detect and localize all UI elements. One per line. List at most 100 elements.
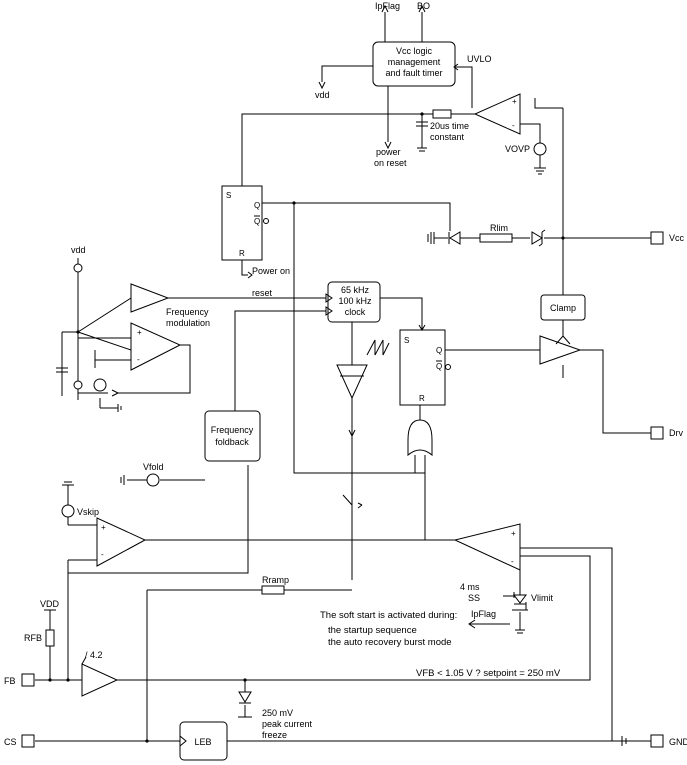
ramp-arrow — [348, 429, 356, 438]
fm-minus: - — [137, 355, 140, 364]
uvlo-arrow — [453, 63, 459, 71]
label-ipflag-bottom: IpFlag — [471, 609, 496, 619]
freeze-zener — [238, 691, 252, 718]
latch2-r: R — [419, 394, 425, 403]
label-bo: BO — [417, 1, 430, 11]
vcc-logic-block: Vcc logic management and fault timer — [372, 41, 456, 87]
fb-divider — [81, 656, 119, 697]
label-freq-mod-1: Frequency — [166, 307, 209, 317]
latch1-r: R — [239, 249, 245, 258]
peak-minus: - — [511, 557, 514, 566]
leb-block: LEB — [179, 721, 228, 761]
label-ipflag-top: IpFlag — [375, 1, 400, 11]
gate-driver — [539, 335, 582, 365]
drv-pin — [650, 426, 664, 440]
vcc-logic-text-2: management — [388, 57, 441, 67]
foldback-text-1: Frequency — [211, 425, 254, 435]
label-fb: FB — [4, 676, 16, 686]
osc-text-2: 100 kHz — [338, 296, 372, 306]
label-divider: / 4.2 — [85, 650, 103, 660]
label-drv: Drv — [669, 428, 683, 438]
frequency-foldback-block: Frequency foldback — [204, 410, 261, 462]
osc-text-3: clock — [345, 307, 366, 317]
comparator-plus: + — [512, 97, 517, 106]
peak-comparator: + - — [453, 523, 521, 571]
label-uvlo: UVLO — [467, 54, 492, 64]
label-time-const-1: 20us time — [430, 121, 469, 131]
supply-diode — [427, 231, 461, 245]
label-ss-1: 4 ms — [460, 582, 480, 592]
uvlo-comparator: + - — [473, 93, 521, 135]
vcc-logic-text-3: and fault timer — [385, 68, 442, 78]
cs-pin — [21, 734, 35, 748]
label-vdd-top: vdd — [71, 245, 86, 255]
ipflag-arrow — [468, 619, 476, 629]
label-vcc: Vcc — [669, 233, 685, 243]
skip-minus: - — [101, 550, 104, 559]
por-arrow — [384, 141, 392, 150]
label-freeze-1: 250 mV — [262, 708, 293, 718]
label-rfb: RFB — [24, 633, 42, 643]
s-arrow — [418, 324, 426, 331]
label-vfb-condition: VFB < 1.05 V ? setpoint = 250 mV — [416, 668, 561, 679]
wires — [35, 12, 651, 742]
vovp-source — [533, 138, 547, 175]
label-vfold: Vfold — [143, 462, 164, 472]
switch-arrow — [357, 502, 363, 509]
foldback-text-2: foldback — [215, 437, 249, 447]
label-freeze-3: freeze — [262, 730, 287, 740]
label-freq-mod-2: modulation — [166, 318, 210, 328]
latch1-q: Q — [254, 201, 260, 210]
skip-plus: + — [101, 523, 106, 532]
vfold-source — [120, 473, 160, 487]
sr-latch-2: S Q Q R — [399, 329, 451, 406]
oscillator-block: 65 kHz 100 kHz clock — [325, 281, 381, 323]
sawtooth-icon — [366, 339, 390, 356]
label-vlimit: Vlimit — [531, 593, 553, 603]
vlimit-circuit — [512, 592, 528, 634]
osc-text-1: 65 kHz — [341, 285, 370, 295]
latch2-s: S — [404, 336, 409, 345]
gnd-pin — [650, 734, 664, 748]
gnd-symbol — [612, 736, 651, 746]
latch1-s: S — [226, 191, 231, 200]
vcc-pin — [650, 231, 664, 245]
label-power-on-2: reset — [252, 288, 273, 298]
clamp-text: Clamp — [550, 303, 576, 313]
latch2-q: Q — [436, 346, 442, 355]
label-por-1: power — [376, 147, 401, 157]
latch2-qbar: Q — [436, 362, 442, 371]
junction-dots — [48, 112, 565, 743]
peak-plus: + — [511, 529, 516, 538]
label-rlim: Rlim — [490, 223, 508, 233]
frequency-modulation-circuit: + - — [56, 258, 182, 412]
label-vskip: Vskip — [77, 507, 99, 517]
label-cs: CS — [4, 737, 17, 747]
sr-latch-1: S Q Q R — [221, 185, 269, 261]
latch1-qbar: Q — [254, 217, 260, 226]
label-soft-start-item1: the startup sequence — [328, 625, 417, 636]
fm-plus: + — [137, 328, 142, 337]
label-vdd-logic: vdd — [315, 90, 330, 100]
label-freeze-2: peak current — [262, 719, 313, 729]
vdd-arrow — [318, 81, 326, 90]
label-rramp: Rramp — [262, 575, 289, 585]
label-soft-start-title: The soft start is activated during: — [320, 610, 457, 621]
fb-pin — [21, 673, 35, 687]
label-por-2: on reset — [374, 158, 407, 168]
label-time-const-2: constant — [430, 132, 465, 142]
top-input-arrows — [381, 4, 426, 13]
pin-boxes — [21, 231, 664, 748]
vskip-source — [61, 481, 75, 518]
label-soft-start-item2: the auto recovery burst mode — [328, 637, 452, 648]
time-constant-capacitor — [416, 121, 428, 152]
leb-text: LEB — [194, 737, 211, 747]
vcc-logic-text-1: Vcc logic — [396, 46, 433, 56]
rlim-resistor — [479, 233, 513, 243]
label-power-on-1: Power on — [252, 266, 290, 276]
label-vdd-caps: VDD — [40, 599, 60, 609]
or-gate — [407, 419, 433, 457]
comparator-minus: - — [512, 121, 515, 130]
